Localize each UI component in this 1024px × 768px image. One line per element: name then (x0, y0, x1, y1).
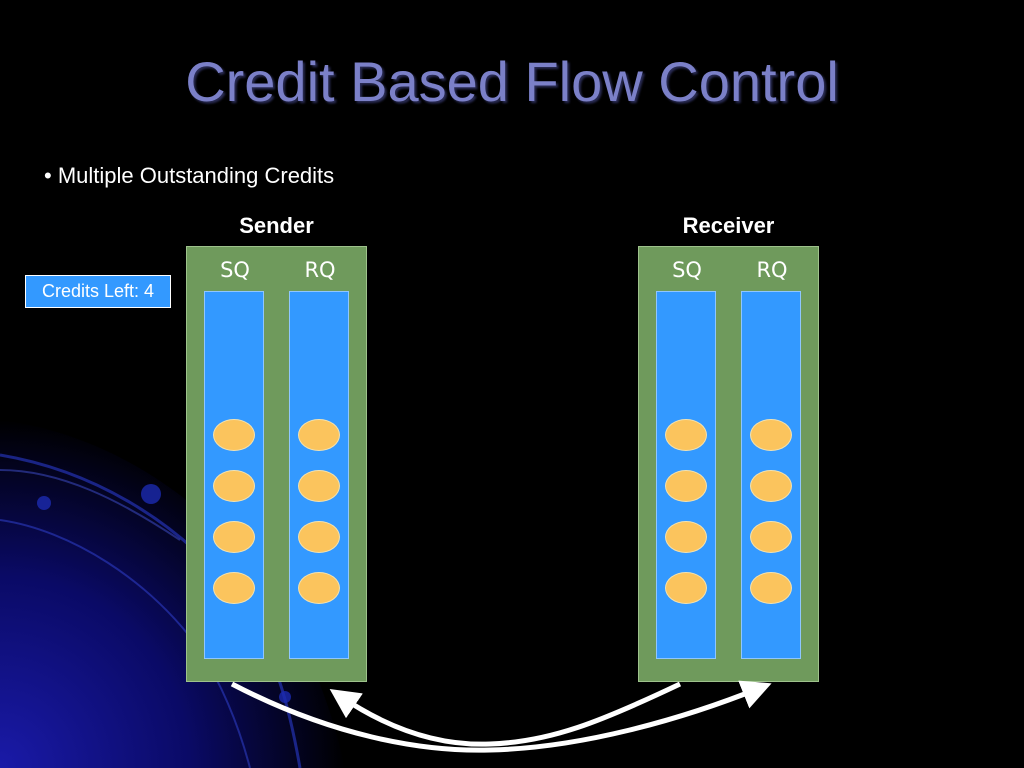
credit-token (750, 572, 792, 604)
sender-rq-label: RQ (304, 258, 336, 282)
receiver-host-box: SQ RQ (638, 246, 819, 682)
receiver-receive-queue (741, 291, 801, 659)
credit-token (750, 419, 792, 451)
credit-token (750, 521, 792, 553)
receiver-send-queue (656, 291, 716, 659)
credit-token (298, 572, 340, 604)
sender-receive-queue (289, 291, 349, 659)
arrow-sender-sq-to-receiver-rq (230, 680, 772, 753)
credit-token (298, 419, 340, 451)
credit-token (665, 419, 707, 451)
receiver-sq-label: SQ (672, 258, 702, 282)
arrow-receiver-sq-to-sender-rq (329, 681, 682, 747)
bullet-point: • Multiple Outstanding Credits (44, 163, 335, 188)
credit-token (298, 521, 340, 553)
credit-token (213, 419, 255, 451)
sender-send-queue (204, 291, 264, 659)
credit-token (298, 470, 340, 502)
receiver-rq-label: RQ (756, 258, 788, 282)
credit-token (665, 521, 707, 553)
sender-sq-label: SQ (220, 258, 250, 282)
credit-token (665, 572, 707, 604)
credit-token (213, 521, 255, 553)
credit-token (750, 470, 792, 502)
slide-title: Credit Based Flow Control (185, 50, 839, 113)
credit-token (213, 470, 255, 502)
sender-host-box: SQ RQ (186, 246, 367, 682)
credit-token (213, 572, 255, 604)
credit-token (665, 470, 707, 502)
credits-left-indicator: Credits Left: 4 (25, 275, 171, 308)
sender-label: Sender (239, 213, 314, 238)
receiver-label: Receiver (682, 213, 775, 238)
